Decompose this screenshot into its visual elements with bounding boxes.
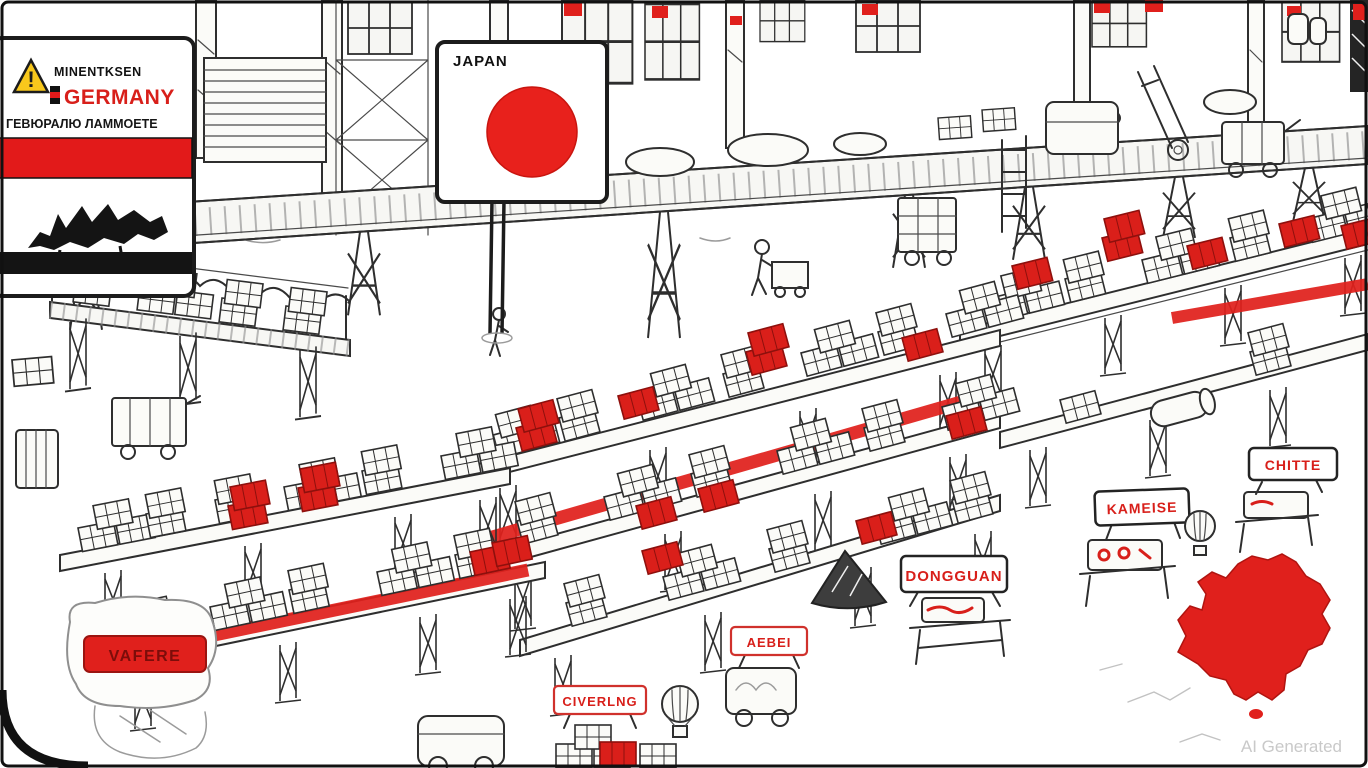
factory-window — [759, 0, 806, 43]
germany-sign-line1: MINENTKSEN — [54, 65, 142, 79]
pillar — [1073, 0, 1091, 119]
conveyor-table — [999, 332, 1368, 450]
dark-tarp-wedge — [810, 549, 888, 610]
engine-cart — [725, 667, 797, 727]
station-kameise: KAMEISE — [1079, 487, 1191, 607]
station-sign-label: CHITTE — [1265, 457, 1322, 473]
warning-exclamation: ! — [27, 67, 34, 92]
roller-door — [203, 57, 327, 163]
conveyor-leg — [174, 331, 202, 407]
flag-animal-silhouette — [28, 204, 168, 250]
push-cart — [1221, 119, 1301, 178]
station-sign-label: VAFERE — [109, 648, 182, 665]
machine — [1243, 491, 1309, 519]
station-sign — [729, 625, 809, 657]
station-sign — [899, 554, 1009, 594]
floor-crate — [11, 355, 55, 388]
station-chitte: CHITTE — [1235, 446, 1339, 553]
service-cart — [417, 715, 505, 768]
conveyor-leg — [64, 317, 92, 393]
red-sun-icon — [486, 86, 578, 178]
station-sign-label: KAMEISE — [1106, 499, 1177, 517]
dark-edge-strip — [1350, 0, 1368, 92]
waste-bin — [15, 429, 59, 489]
hot-air-balloon — [661, 685, 699, 738]
germany-flag — [0, 137, 193, 274]
mini-flag-icon — [50, 86, 60, 104]
ladder-rack — [1001, 135, 1027, 233]
conveyor-cluster-center — [454, 276, 1024, 717]
station-sign-label: AEBEI — [747, 635, 792, 650]
hot-air-balloon — [1184, 510, 1216, 556]
fabric-roll — [1149, 387, 1216, 428]
station-sign — [552, 684, 648, 716]
china-map-shape — [1177, 553, 1331, 701]
background-objects — [15, 13, 1327, 489]
japan-sign-label: JAPAN — [453, 53, 508, 70]
worker-figure — [489, 307, 509, 357]
conveyor-leg — [646, 210, 682, 340]
factory-window — [347, 1, 413, 55]
china-map — [1099, 553, 1331, 743]
station-dongguan: DONGGUAN — [899, 554, 1011, 665]
barrels — [1287, 13, 1327, 45]
conveyor-cluster-right — [959, 183, 1368, 509]
station-sign — [83, 635, 207, 673]
watermark: AI Generated — [1241, 737, 1342, 756]
station-vafere: VAFERE — [66, 595, 218, 759]
station-sign — [1093, 487, 1191, 527]
foreground-objects: DONGGUAN KAMEISE CHITTE AEBEI — [66, 446, 1339, 768]
germany-sign-line3: ГЕВЮРАЛЮ ЛАММОЕТЕ — [6, 117, 158, 131]
box-cart — [897, 197, 957, 266]
conveyor-leg — [346, 230, 382, 317]
sign-germany: ! MINENTKSEN GERMANY ГЕВЮРАЛЮ ЛАММОЕТЕ — [0, 36, 196, 298]
conveyor-leg — [1292, 167, 1326, 223]
worker-figure — [751, 239, 809, 298]
red-paint-stripe-right — [1170, 278, 1368, 324]
station-aebei: AEBEI — [725, 625, 809, 727]
germany-sign-title: GERMANY — [64, 86, 175, 109]
station-civerlng: CIVERLNG — [552, 684, 677, 768]
red-paint-stripe-left — [188, 563, 530, 647]
station-sign-label: DONGGUAN — [905, 568, 1002, 585]
warning-triangle-icon — [11, 57, 51, 94]
hainan-island — [1249, 709, 1263, 719]
pillar — [1247, 0, 1265, 137]
frame-corner — [0, 689, 89, 768]
conveyor-leg — [1011, 185, 1047, 261]
storage-chest — [1045, 101, 1119, 155]
hand-cart — [111, 395, 201, 460]
sign-japan: JAPAN — [435, 40, 609, 344]
sign-post — [488, 199, 506, 335]
hand-truck — [1137, 65, 1189, 161]
station-sign — [1247, 446, 1339, 482]
station-sign-label: CIVERLNG — [562, 694, 637, 709]
conveyor-leg — [294, 345, 322, 421]
